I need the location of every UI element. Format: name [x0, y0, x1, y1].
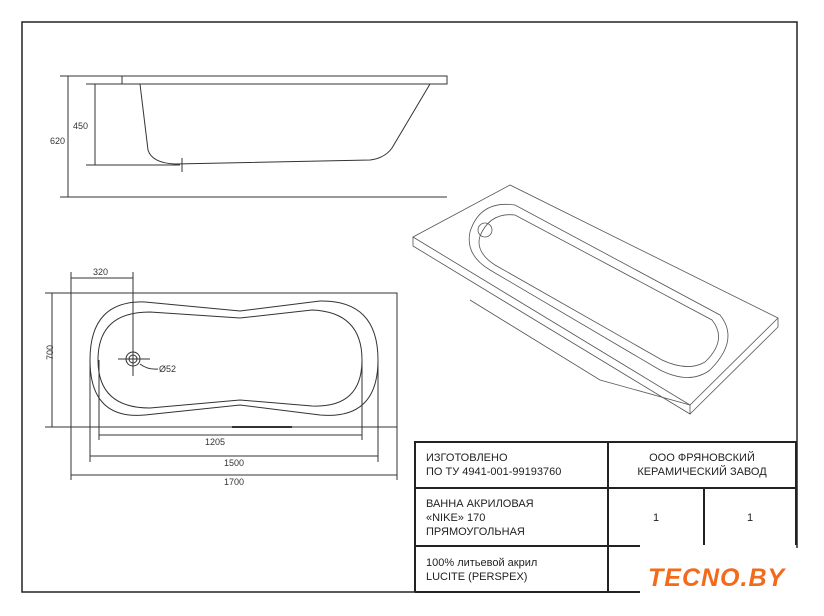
product-line-2: «NIKE» 170 [426, 512, 486, 524]
manufacturer-line-2: КЕРАМИЧЕСКИЙ ЗАВОД [637, 466, 767, 478]
dim-bowl-length: 1500 [224, 458, 244, 468]
isometric-view [412, 184, 779, 415]
product-line-1: ВАННА АКРИЛОВАЯ [426, 498, 534, 510]
dim-total-length: 1700 [224, 477, 244, 487]
dim-drain-diameter: Ø52 [159, 364, 176, 374]
product-line-3: ПРЯМОУГОЛЬНАЯ [426, 526, 525, 538]
title-block [414, 441, 797, 593]
dim-inner-length: 1205 [205, 437, 225, 447]
manufacturer-line-1: ООО ФРЯНОВСКИЙ [649, 452, 755, 464]
dim-bowl-height: 450 [73, 121, 88, 131]
logo-text: TECNO.BY [648, 564, 786, 592]
material-cell: 100% литьевой акрил LUCITE (PERSPEX) [426, 556, 537, 584]
manufacturer-cell: ООО ФРЯНОВСКИЙ КЕРАМИЧЕСКИЙ ЗАВОД [608, 451, 796, 479]
qty-1: 1 [652, 512, 660, 524]
product-cell: ВАННА АКРИЛОВАЯ «NIKE» 170 ПРЯМОУГОЛЬНАЯ [426, 497, 534, 539]
material-line-1: 100% литьевой акрил [426, 557, 538, 569]
made-by-line-2: ПО ТУ 4941-001-99193760 [426, 466, 562, 478]
side-view [60, 75, 448, 198]
dim-width: 700 [45, 345, 55, 360]
made-by-cell: ИЗГОТОВЛЕНО ПО ТУ 4941-001-99193760 [426, 451, 561, 479]
drawing-frame [21, 21, 798, 593]
dim-total-height: 620 [50, 136, 65, 146]
material-line-2: LUCITE (PERSPEX) [426, 571, 528, 583]
plan-view [45, 272, 398, 480]
qty-2: 1 [746, 512, 754, 524]
dim-drain-offset: 320 [93, 267, 108, 277]
made-by-line-1: ИЗГОТОВЛЕНО [426, 452, 508, 464]
tecno-logo: TECNO.BY [640, 548, 824, 616]
